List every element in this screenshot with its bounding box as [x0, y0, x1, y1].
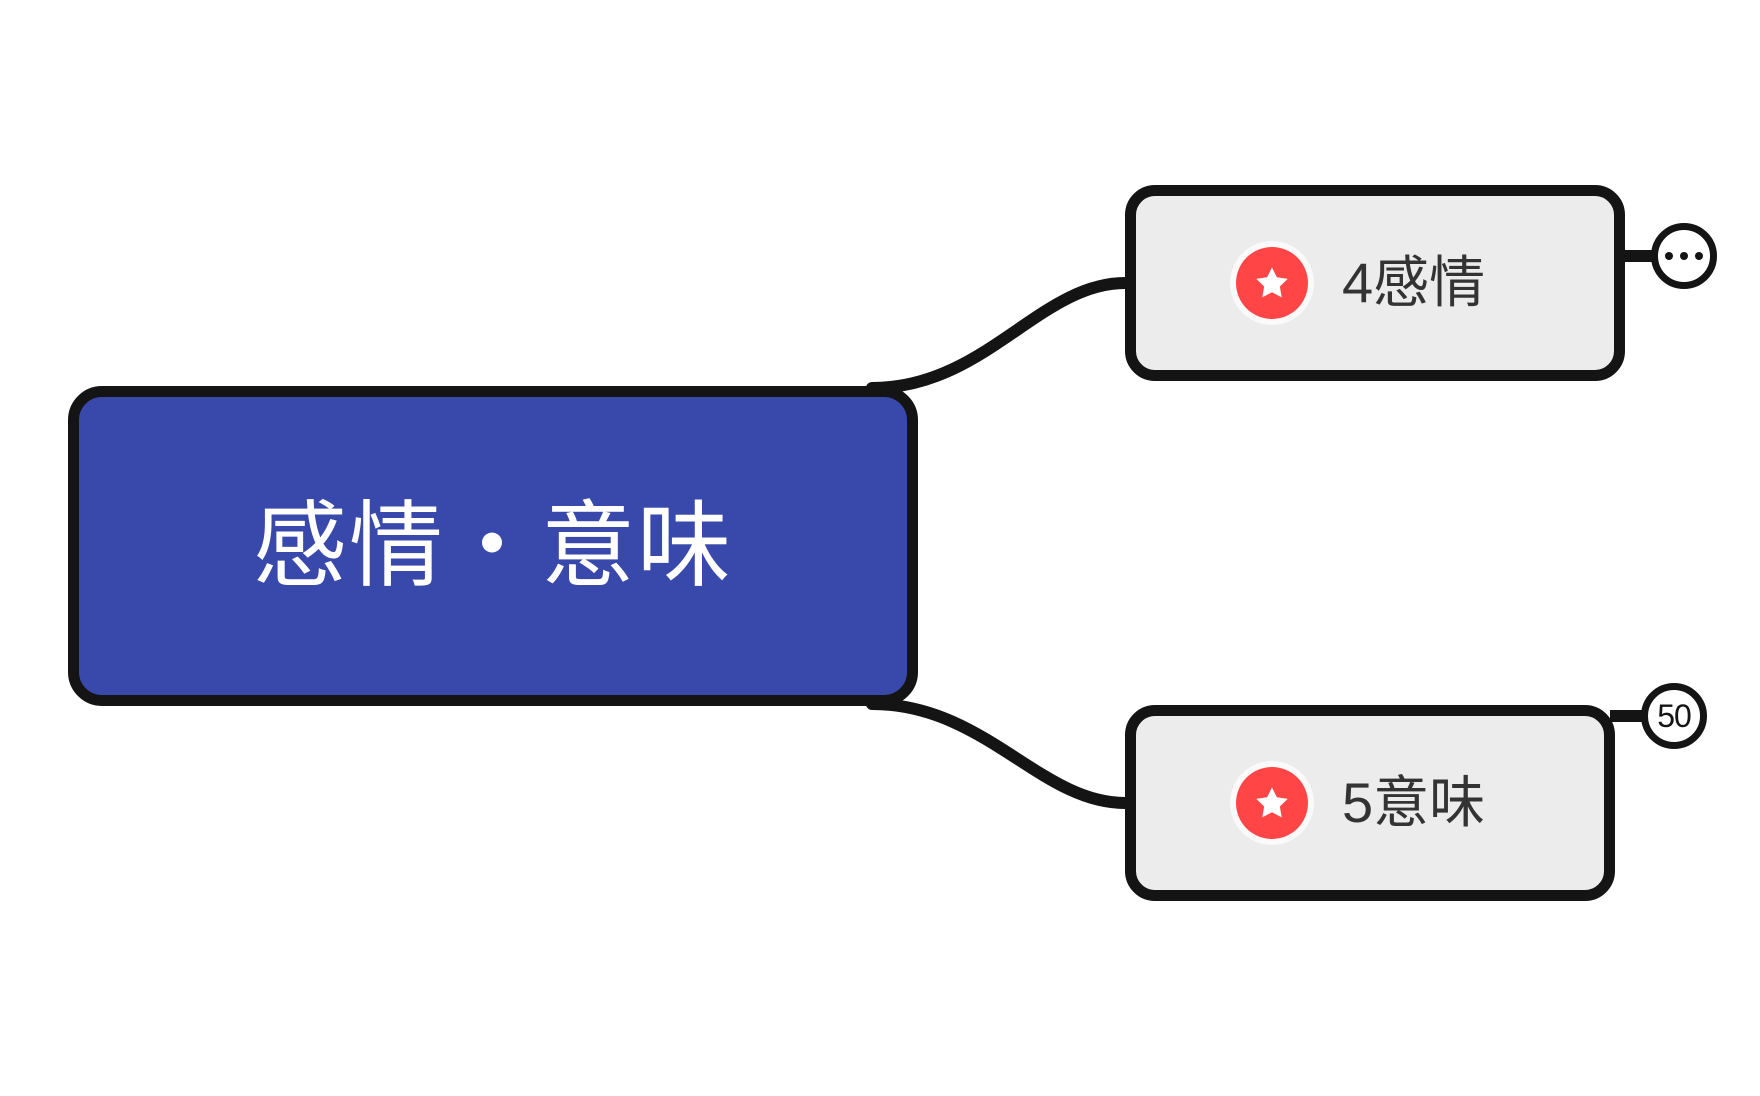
child-node-0-content: 4感情: [1236, 247, 1485, 319]
child-node-1-label: 5意味: [1342, 771, 1486, 834]
star-icon: [1236, 247, 1308, 319]
child-node-0-label: 4感情: [1342, 251, 1486, 314]
child-count-badge-label: 50: [1657, 698, 1692, 734]
child-count-badge[interactable]: 50: [1641, 683, 1707, 749]
child-node-1[interactable]: 5意味: [1125, 705, 1615, 901]
root-node[interactable]: 感情・意味: [68, 386, 918, 706]
ellipsis-icon[interactable]: [1651, 223, 1717, 289]
connector-to-child-1: [866, 698, 1131, 809]
child-node-0[interactable]: 4感情: [1125, 185, 1625, 381]
connector-to-child-0: [866, 277, 1131, 394]
root-node-label: 感情・意味: [252, 493, 733, 598]
star-icon: [1236, 767, 1308, 839]
ellipsis-dots: [1665, 252, 1703, 260]
child-node-1-content: 5意味: [1236, 767, 1485, 839]
